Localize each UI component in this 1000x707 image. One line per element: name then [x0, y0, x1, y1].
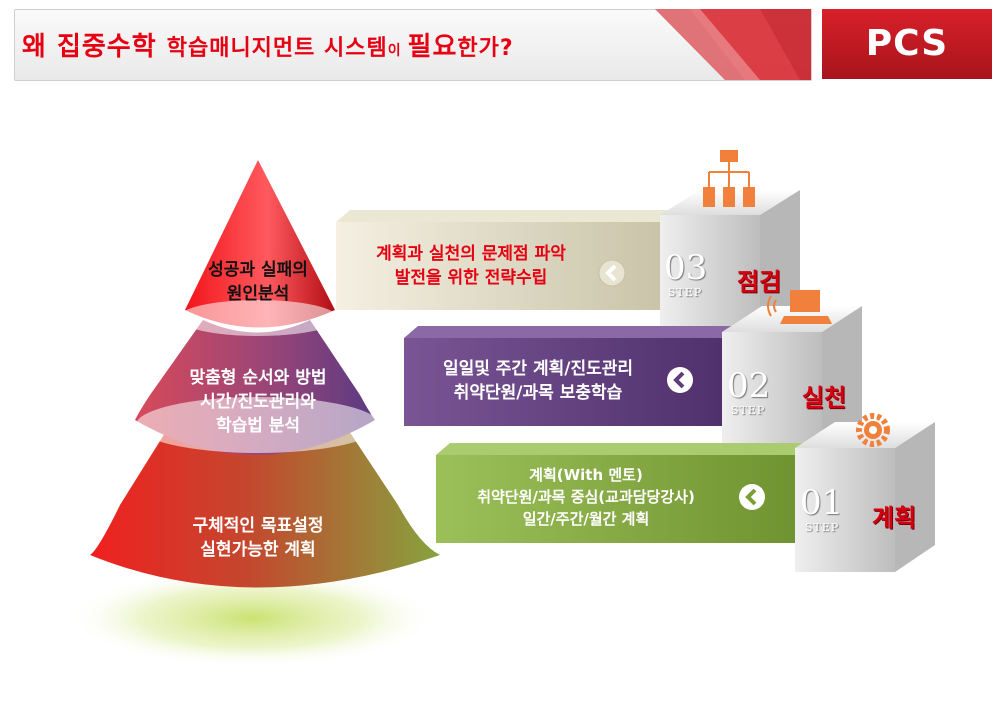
- step2-cube: [722, 306, 862, 455]
- step3-line: 발전을 위한 전략수립: [394, 268, 548, 288]
- step2-number: 02: [727, 366, 771, 406]
- laptop-icon: [767, 290, 832, 324]
- step1-cube: [795, 422, 935, 572]
- step2-line: 일일및 주간 계획/진도관리: [442, 359, 634, 379]
- pyramid-middle-line: 학습법 분석: [215, 416, 301, 436]
- title-part-3: 이: [387, 43, 408, 59]
- title-part-5: 한가?: [457, 36, 514, 61]
- pyramid-middle-line: 맞춤형 순서와 방법: [189, 368, 327, 388]
- step2-word: STEP: [731, 404, 766, 417]
- step2-text: 일일및 주간 계획/진도관리 취약단원/과목 보충학습: [414, 357, 662, 405]
- step1-chevron-icon: [739, 484, 765, 510]
- brand-label: PCS: [865, 23, 949, 64]
- pyramid-top-line: 원인분석: [226, 284, 290, 304]
- step1-line: 계획(With 멘토): [529, 466, 643, 484]
- pyramid-middle-line: 시간/진도관리와: [200, 392, 316, 412]
- gear-icon: [856, 413, 890, 447]
- step1-line: 일간/주간/월간 계획: [522, 510, 650, 528]
- pyramid-middle-text: 맞춤형 순서와 방법 시간/진도관리와 학습법 분석: [163, 366, 353, 438]
- pyramid-bottom-tier: [90, 425, 440, 588]
- step1-number: 01: [800, 483, 844, 523]
- step2-label: 실천: [802, 384, 847, 412]
- step1-text: 계획(With 멘토) 취약단원/과목 중심(교과담당강사) 일간/주간/월간 …: [440, 464, 732, 530]
- pyramid-bottom-line: 구체적인 목표설정: [192, 516, 324, 536]
- step2-chevron-icon: [667, 367, 693, 393]
- step3-label: 점검: [737, 268, 782, 296]
- pyramid-top-text: 성공과 실패의 원인분석: [183, 258, 333, 306]
- step3-word: STEP: [668, 286, 703, 299]
- step3-chevron-icon: [598, 259, 626, 287]
- pyramid-bottom-line: 실현가능한 계획: [200, 540, 316, 560]
- page-title: 왜 집중수학 학습매니지먼트 시스템이 필요한가?: [22, 26, 514, 63]
- step2-line: 취약단원/과목 보충학습: [453, 383, 623, 403]
- step1-word: STEP: [805, 521, 840, 534]
- title-part-4: 필요: [407, 32, 458, 62]
- pyramid-top-line: 성공과 실패의: [208, 260, 308, 280]
- pyramid-top-tier: [185, 160, 335, 328]
- pyramid-glow: [67, 568, 437, 668]
- step3-line: 계획과 실천의 문제점 파악: [376, 244, 566, 264]
- title-part-2: 학습매니지먼트 시스템: [166, 36, 388, 61]
- brand-box: [822, 9, 992, 79]
- step3-number: 03: [664, 248, 708, 288]
- step1-label: 계획: [872, 504, 917, 532]
- network-icon: [703, 150, 755, 207]
- step3-text: 계획과 실천의 문제점 파악 발전을 위한 전략수립: [346, 242, 596, 290]
- step1-line: 취약단원/과목 중심(교과담당강사): [477, 488, 695, 506]
- title-part-1: 왜 집중수학: [22, 32, 167, 62]
- pyramid-bottom-text: 구체적인 목표설정 실현가능한 계획: [163, 514, 353, 562]
